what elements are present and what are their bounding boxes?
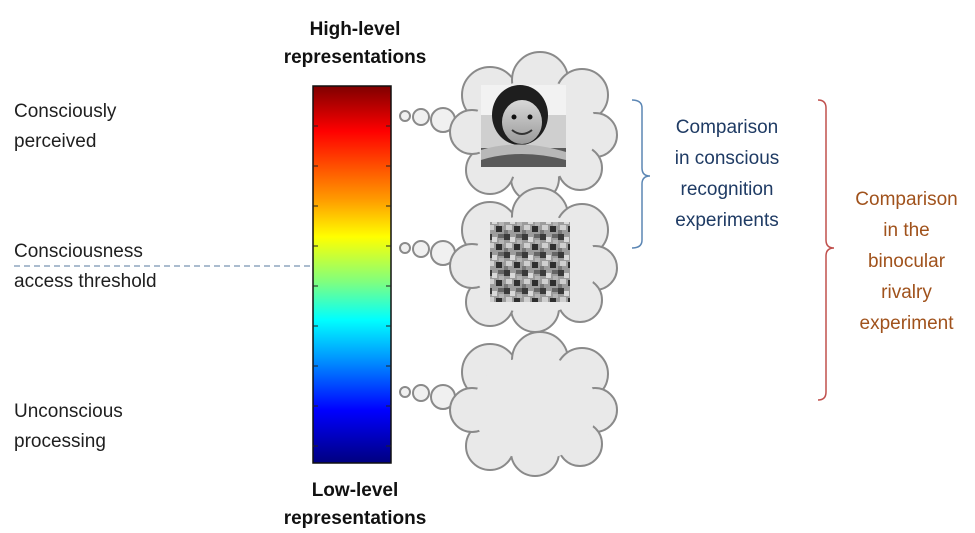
noise-image <box>490 222 570 302</box>
label-unconscious-processing: Unconscious processing <box>14 401 123 452</box>
red-bracket <box>817 99 835 401</box>
label-consciously-perceived: Consciously perceived <box>14 101 117 152</box>
top-title: High-level representations <box>255 16 455 72</box>
thought-bubble-top <box>399 51 618 203</box>
thought-bubble-middle <box>399 187 618 333</box>
face-photo <box>481 85 566 167</box>
blue-bracket-text: Comparison in conscious recognition expe… <box>674 117 780 231</box>
bottom-title: Low-level representations <box>255 477 455 533</box>
label-access-threshold: Consciousness access threshold <box>14 241 157 292</box>
top-title-line2: representations <box>283 47 427 68</box>
bottom-title-line1: Low-level <box>311 480 399 501</box>
red-bracket-text: Comparison in the binocular rivalry expe… <box>855 189 958 334</box>
top-title-line1: High-level <box>309 19 401 40</box>
color-bar <box>312 85 392 464</box>
blue-bracket <box>631 99 651 249</box>
thought-bubble-bottom <box>399 331 618 477</box>
bottom-title-line2: representations <box>283 508 427 529</box>
